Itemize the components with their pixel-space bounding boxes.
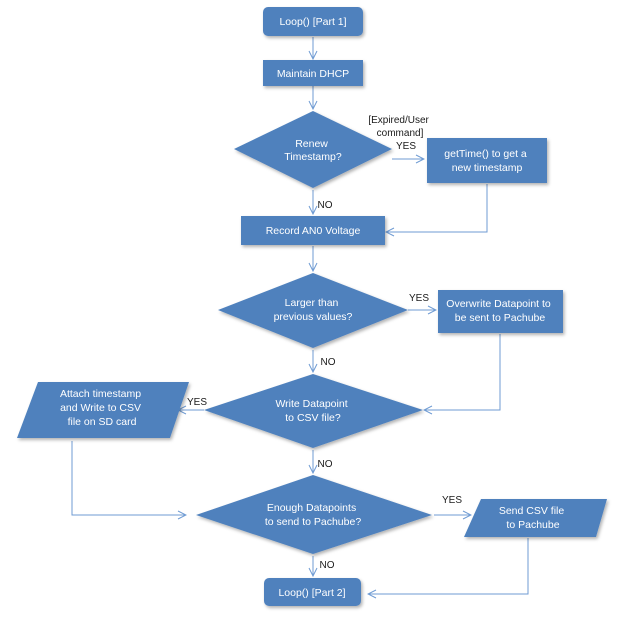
writedp-yes-label: YES [187,397,207,408]
send-csv-io: Send CSV file to Pachube [464,499,607,537]
record-voltage-node: Record AN0 Voltage [241,216,385,245]
send-csv-label: Send CSV file to Pachube [499,505,567,531]
renew-yes-note: [Expired/User command] [368,115,431,139]
enough-datapoints-decision: Enough Datapoints to send to Pachube? [196,475,432,554]
write-datapoint-label: Write Datapoint to CSV file? [275,398,350,424]
renew-timestamp-decision: Renew Timestamp? [234,111,392,188]
maintain-dhcp-label: Maintain DHCP [277,68,349,80]
nodes: Loop() [Part 1] Maintain DHCP Renew Time… [17,7,607,606]
renew-yes-label: YES [396,141,416,152]
edges [71,37,529,594]
maintain-dhcp-node: Maintain DHCP [263,60,363,86]
enough-no-label: NO [320,560,335,571]
overwrite-datapoint-label: Overwrite Datapoint to be sent to Pachub… [446,298,553,324]
end-node-label: Loop() [Part 2] [278,587,345,599]
enough-datapoints-label: Enough Datapoints to send to Pachube? [265,502,361,528]
edge-overwrite-writedp [424,334,501,410]
edge-labels: [Expired/User command] YES NO YES NO YES… [187,115,462,571]
gettime-label: getTime() to get a new timestamp [444,148,529,174]
edge-sendcsv-loop2 [368,538,529,594]
attach-timestamp-label: Attach timestamp and Write to CSV file o… [60,388,144,428]
write-datapoint-decision: Write Datapoint to CSV file? [204,374,423,448]
gettime-node: getTime() to get a new timestamp [427,138,547,183]
edge-gettime-record [386,184,488,232]
writedp-no-label: NO [318,459,333,470]
end-node: Loop() [Part 2] [264,578,361,606]
larger-than-previous-decision: Larger than previous values? [218,273,408,348]
start-node-label: Loop() [Part 1] [279,16,346,28]
overwrite-datapoint-node: Overwrite Datapoint to be sent to Pachub… [438,290,563,333]
renew-no-label: NO [318,200,333,211]
start-node: Loop() [Part 1] [263,7,363,36]
attach-timestamp-io: Attach timestamp and Write to CSV file o… [17,382,189,438]
renew-timestamp-label: Renew Timestamp? [284,138,342,163]
edge-attach-enough [71,441,186,515]
record-voltage-label: Record AN0 Voltage [266,225,361,237]
larger-yes-label: YES [409,293,429,304]
larger-no-label: NO [321,357,336,368]
enough-yes-label: YES [442,495,462,506]
larger-than-previous-label: Larger than previous values? [274,297,353,323]
